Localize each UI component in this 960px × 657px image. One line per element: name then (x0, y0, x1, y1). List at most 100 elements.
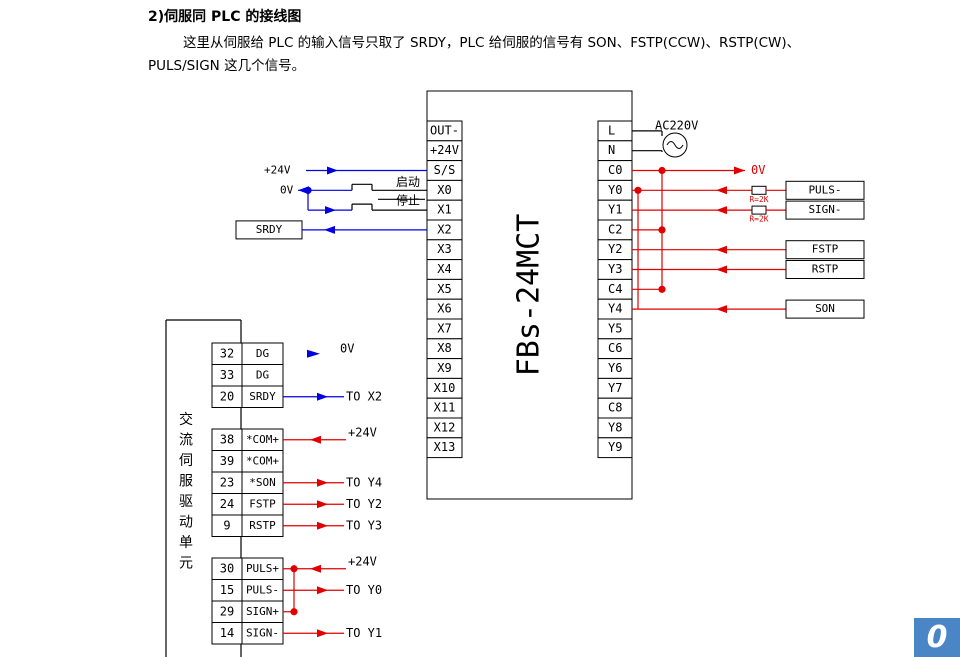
start-switch-label: 启动 (396, 175, 420, 189)
drive-target-label: TO Y4 (346, 475, 382, 489)
arrow-right-icon (317, 629, 328, 638)
drive-pin-number: 14 (220, 626, 234, 640)
plc-right-terminal-label: Y9 (608, 440, 622, 454)
drive-pin-number: 30 (220, 561, 234, 575)
plc-right-terminal-label: Y1 (608, 203, 622, 217)
plc-right-terminal (597, 437, 633, 459)
srdy-box-label: SRDY (256, 223, 283, 236)
drive-title-char: 服 (179, 474, 193, 490)
drive-title-char: 交 (179, 411, 193, 428)
drive-pin-number: 38 (220, 432, 234, 446)
resistor-label: R=2K (749, 215, 768, 224)
intro-line-1: 这里从伺服给 PLC 的输入信号只取了 SRDY，PLC 给伺服的信号有 SON… (183, 35, 801, 51)
drive-pin-number: 39 (220, 454, 234, 468)
plc-right-terminal-label: C4 (608, 282, 622, 296)
plc-left-terminal-label: X5 (437, 282, 451, 296)
drive-pin-number: 32 (220, 346, 234, 360)
signal-box (785, 180, 865, 200)
corner-badge[interactable]: 0 (914, 618, 960, 657)
ac220v-label: AC220V (655, 119, 698, 133)
drive-target-label: 0V (340, 341, 354, 355)
signal-box (785, 240, 865, 260)
drive-pin-number: 33 (220, 368, 234, 382)
plc-right-terminal-label: Y6 (608, 361, 622, 375)
signal-box-label: FSTP (812, 243, 839, 256)
plc-left-terminal-label: OUT- (430, 123, 459, 137)
plc-left-terminal-label: X8 (437, 341, 451, 355)
plc-model-label: FBs-24MCT (512, 214, 547, 377)
plc-right-terminal-label: C8 (608, 401, 622, 415)
signal-box (785, 299, 865, 319)
drive-target-label: +24V (348, 425, 377, 439)
drive-target-label: TO X2 (346, 389, 382, 403)
drive-signal-name: SIGN+ (246, 605, 279, 618)
plc-right-terminal-label: C2 (608, 222, 622, 236)
plc-left-terminal-label: X2 (437, 222, 451, 236)
resistor-label: R=2K (749, 195, 768, 204)
arrow-right-icon (317, 586, 328, 595)
arrow-right-icon (325, 206, 336, 215)
arrow-left-icon (310, 564, 321, 573)
drive-signal-name: DG (256, 368, 269, 381)
drive-signal-name: PULS+ (246, 562, 279, 575)
drive-signal-name: SRDY (249, 390, 276, 403)
signal-box (785, 200, 865, 220)
drive-pin-number: 20 (220, 389, 234, 403)
drive-title-char: 伺 (179, 453, 193, 469)
junction-dot (304, 186, 312, 194)
plus24v-label: +24V (264, 164, 291, 177)
plc-left-terminal-label: +24V (430, 143, 459, 157)
arrow-left-icon (310, 435, 321, 444)
drive-pin-number: 29 (220, 604, 234, 618)
plc-right-terminal-label: Y3 (608, 262, 622, 276)
drive-signal-name: *COM+ (246, 454, 279, 467)
plc-left-terminal-label: X3 (437, 242, 451, 256)
signal-box-label: SON (815, 302, 835, 315)
arrow-left-icon (716, 265, 727, 274)
plc-right-terminal-label: Y7 (608, 381, 622, 395)
resistor-icon (751, 205, 767, 215)
plc-right-terminal-label: Y5 (608, 321, 622, 335)
drive-pin-number: 24 (220, 497, 234, 511)
drive-signal-name: SIGN- (246, 626, 279, 639)
plc-left-terminal-label: X4 (437, 262, 451, 276)
plc-right-terminal-label: N (608, 143, 615, 157)
plc-left-terminal-label: X0 (437, 183, 451, 197)
plc-right-terminal-label: Y4 (608, 302, 622, 316)
signal-box-label: PULS- (808, 183, 841, 196)
plc-left-terminal-label: X7 (437, 321, 451, 335)
drive-signal-name: *COM+ (246, 433, 279, 446)
drive-title-char: 动 (179, 515, 193, 531)
plc-right-terminal-label: L (608, 123, 615, 137)
plc-left-terminal (426, 437, 463, 459)
arrow-left-icon (324, 225, 335, 234)
plc-right-terminal-label: C0 (608, 163, 622, 177)
plc-left-terminal-label: X13 (434, 440, 456, 454)
ac-wave-icon (666, 141, 684, 149)
arrow-right-icon (327, 166, 338, 175)
plc-left-terminal-label: X6 (437, 302, 451, 316)
drive-signal-name: *SON (249, 476, 276, 489)
drive-title-char: 驱 (179, 494, 193, 510)
drive-pin-number: 9 (223, 518, 230, 532)
drive-pin-number: 23 (220, 475, 234, 489)
ov-label-right: 0V (751, 163, 765, 177)
arrow-right-icon (317, 392, 328, 401)
drive-signal-name: DG (256, 347, 269, 360)
ov-label: 0V (280, 183, 294, 196)
drive-target-label: TO Y3 (346, 518, 382, 532)
arrow-left-icon (716, 186, 727, 195)
plc-left-terminal-label: S/S (434, 163, 456, 177)
drive-target-label: TO Y2 (346, 497, 382, 511)
drive-target-label: TO Y0 (346, 583, 382, 597)
arrow-right-icon (317, 500, 328, 509)
drive-signal-name: RSTP (249, 519, 276, 532)
drive-signal-name: PULS- (246, 583, 279, 596)
signal-box-label: SIGN- (808, 203, 841, 216)
arrow-right-icon (734, 166, 745, 175)
signal-box (785, 260, 865, 279)
intro-line-2: PULS/SIGN 这几个信号。 (148, 58, 306, 74)
ov-arrow-icon (307, 349, 320, 358)
arrow-left-icon (716, 206, 727, 215)
